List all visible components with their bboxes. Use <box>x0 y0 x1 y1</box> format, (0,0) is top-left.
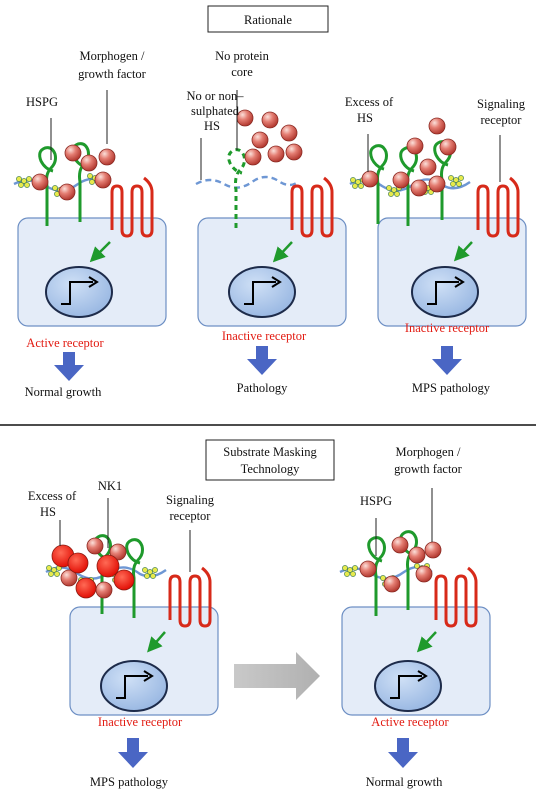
morphogen-ball <box>261 111 279 129</box>
label-excess-hs: HS <box>357 111 373 125</box>
label-excess-hs: Excess of <box>28 489 77 503</box>
morphogen-ball <box>244 148 262 166</box>
outcome-arrow <box>247 346 277 375</box>
morphogen-ball <box>408 546 426 564</box>
morphogen-ball <box>251 131 269 149</box>
label-unsulphated: sulphated <box>191 104 240 118</box>
label-nk1: NK1 <box>98 479 122 493</box>
label-unsulphated: No or non– <box>187 89 245 103</box>
nucleus-icon <box>374 660 442 712</box>
hs-chain-unsulphated <box>195 175 299 189</box>
status-text: Inactive receptor <box>98 715 183 729</box>
morphogen-ball <box>109 543 127 561</box>
morphogen-ball <box>285 143 303 161</box>
signal-arrow <box>89 241 111 263</box>
outcome-text: Normal growth <box>366 775 443 789</box>
label-morphogen: Morphogen / <box>80 49 145 63</box>
outcome-text: MPS pathology <box>412 381 491 395</box>
signal-arrow <box>453 241 473 262</box>
morphogen-ball <box>415 565 433 583</box>
label-hspg: HSPG <box>26 95 58 109</box>
morphogen-ball <box>410 179 428 197</box>
label-no-protein-core: No protein <box>215 49 270 63</box>
nk1-ball <box>75 577 97 599</box>
signal-arrow <box>272 241 293 263</box>
label-signaling-receptor: Signaling <box>166 493 215 507</box>
outcome-arrow <box>118 738 148 768</box>
morphogen-ball <box>383 575 401 593</box>
outcome-text: MPS pathology <box>90 775 169 789</box>
morphogen-ball <box>64 144 82 162</box>
panel-top-normal: HSPG Morphogen / growth factor Active re… <box>13 49 167 399</box>
morphogen-ball <box>406 137 424 155</box>
morphogen-ball <box>80 154 98 172</box>
status-text: Active receptor <box>26 336 104 350</box>
label-no-protein-core: core <box>231 65 253 79</box>
outcome-arrow <box>432 346 462 375</box>
morphogen-ball <box>267 145 285 163</box>
morphogen-ball <box>98 148 116 166</box>
morphogen-ball <box>60 569 78 587</box>
panel-top-pathology: No or non– sulphated HS No protein core … <box>187 49 347 395</box>
morphogen-ball <box>392 171 410 189</box>
morphogen-ball <box>58 183 76 201</box>
status-text: Inactive receptor <box>222 329 307 343</box>
morphogen-ball <box>31 173 49 191</box>
morphogen-ball <box>424 541 442 559</box>
morphogen-ball <box>94 171 112 189</box>
morphogen-ball <box>236 109 254 127</box>
substrate-masking-header: Substrate Masking Technology <box>205 439 335 481</box>
hspg-no-core <box>227 148 246 228</box>
nk1-ball <box>96 554 120 578</box>
morphogen-ball <box>86 537 104 555</box>
panel-bottom-normal: HSPG Morphogen / growth factor Active re… <box>339 445 491 789</box>
label-signaling-receptor: receptor <box>481 113 523 127</box>
label-growth-factor: growth factor <box>394 462 463 476</box>
label-excess-hs: Excess of <box>345 95 394 109</box>
outcome-arrow <box>54 352 84 381</box>
label-growth-factor: growth factor <box>78 67 147 81</box>
nucleus-icon <box>45 266 113 318</box>
label-signaling-receptor: Signaling <box>477 97 526 111</box>
smt-title-line2: Technology <box>241 462 301 476</box>
rationale-header: Rationale <box>207 5 329 33</box>
label-morphogen: Morphogen / <box>396 445 461 459</box>
rationale-title: Rationale <box>244 13 292 27</box>
nk1-ball <box>67 552 89 574</box>
morphogen-ball <box>280 124 298 142</box>
morphogen-ball <box>439 138 457 156</box>
morphogen-ball <box>359 560 377 578</box>
nucleus-icon <box>100 660 168 712</box>
status-text: Inactive receptor <box>405 321 490 335</box>
morphogen-ball <box>95 581 113 599</box>
panel-top-mps: Excess of HS Signaling receptor Inactive… <box>345 95 527 395</box>
label-hspg: HSPG <box>360 494 392 508</box>
status-text: Active receptor <box>371 715 449 729</box>
sulfate-cluster <box>448 175 464 187</box>
nk1-ball <box>113 569 135 591</box>
outcome-text: Normal growth <box>25 385 102 399</box>
nucleus-icon <box>411 266 479 318</box>
panel-bottom-mps: Excess of HS NK1 Signaling receptor Inac… <box>28 479 219 789</box>
label-signaling-receptor: receptor <box>170 509 212 523</box>
morphogen-ball <box>428 175 446 193</box>
transition-arrow <box>234 652 320 700</box>
label-unsulphated: HS <box>204 119 220 133</box>
morphogen-ball <box>361 170 379 188</box>
morphogen-ball <box>419 158 437 176</box>
morphogen-ball <box>428 117 446 135</box>
morphogen-ball <box>391 536 409 554</box>
outcome-text: Pathology <box>237 381 288 395</box>
label-excess-hs: HS <box>40 505 56 519</box>
nucleus-icon <box>228 266 296 318</box>
signal-arrow <box>416 631 437 653</box>
signal-arrow <box>147 631 166 653</box>
outcome-arrow <box>388 738 418 768</box>
smt-title-line1: Substrate Masking <box>223 445 317 459</box>
